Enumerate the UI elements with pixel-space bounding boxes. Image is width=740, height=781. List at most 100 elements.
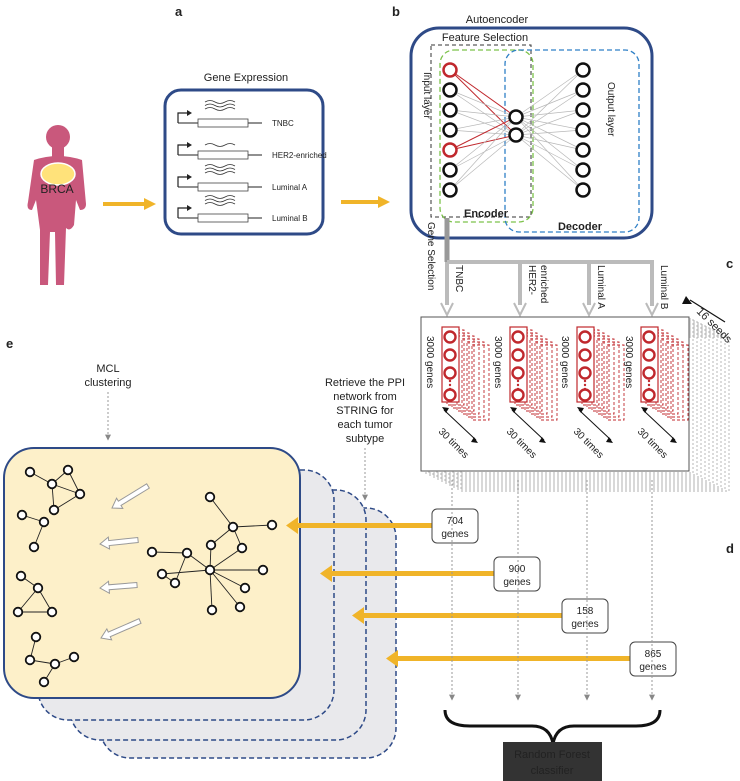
ellipsis-dot bbox=[583, 383, 587, 387]
output-node bbox=[575, 182, 591, 198]
retrieve-ppi-text: Retrieve the PPI network from STRING for… bbox=[325, 377, 405, 445]
genes-label: 3000 genes bbox=[559, 336, 570, 388]
mrna-wave bbox=[204, 171, 236, 175]
gene-block bbox=[197, 213, 249, 223]
ppi-edge bbox=[209, 569, 246, 589]
subtype-label-her2: HER2- bbox=[526, 265, 537, 295]
output-node bbox=[575, 142, 591, 158]
feature-selection-label: Feature Selection bbox=[442, 32, 528, 44]
times-arrowhead bbox=[641, 407, 648, 413]
encoder-edge bbox=[449, 109, 517, 136]
repeat-column bbox=[670, 344, 689, 421]
subtype-label-luminal-b: Luminal B bbox=[658, 265, 669, 310]
promoter-arrow bbox=[177, 112, 190, 123]
encoder-box bbox=[439, 49, 534, 223]
ppi-node bbox=[236, 542, 248, 554]
decoder-edge bbox=[515, 134, 584, 151]
promoter-arrowhead bbox=[187, 205, 192, 211]
ppi-node bbox=[74, 488, 86, 500]
ppi-node bbox=[227, 521, 239, 533]
gene-node bbox=[642, 330, 656, 344]
encoder-edge bbox=[449, 134, 517, 191]
ellipsis-dot bbox=[516, 379, 520, 383]
cluster bbox=[16, 509, 50, 553]
genes-label: 3000 genes bbox=[492, 336, 503, 388]
genes-label: 3000 genes bbox=[623, 336, 634, 388]
ppi-node bbox=[62, 464, 74, 476]
gene-count-unit: genes bbox=[639, 662, 666, 673]
gene-node bbox=[511, 348, 525, 362]
ppi-edge bbox=[17, 587, 39, 613]
ppi-edge bbox=[209, 547, 243, 571]
cluster-arrows bbox=[99, 483, 150, 641]
gene-node bbox=[578, 388, 592, 402]
repeat-column bbox=[461, 338, 480, 415]
repeat-column bbox=[606, 344, 625, 421]
gene-node bbox=[443, 330, 457, 344]
ellipsis-dot bbox=[448, 379, 452, 383]
feature-selection-box bbox=[430, 44, 532, 218]
mrna-wave bbox=[204, 107, 236, 111]
ppi-node bbox=[239, 582, 251, 594]
subtype-label: Luminal A bbox=[272, 183, 308, 192]
times-arrowhead bbox=[539, 437, 546, 443]
encoder-edge bbox=[449, 109, 517, 118]
retrieve-line-3: STRING for bbox=[336, 405, 394, 417]
subtype-label-tnbc: TNBC bbox=[453, 265, 464, 292]
arrow-box-to-autoencoder bbox=[341, 196, 390, 208]
times-arrowhead bbox=[510, 407, 517, 413]
ppi-node bbox=[204, 564, 216, 576]
gene-node bbox=[578, 366, 592, 380]
ppi-node bbox=[46, 606, 58, 618]
gene-selection-label: Gene Selection bbox=[425, 222, 436, 290]
encoder-edge bbox=[449, 134, 517, 171]
encoder-edge bbox=[449, 89, 517, 118]
ppi-node bbox=[24, 654, 36, 666]
subtype-label-luminal-a: Luminal A bbox=[595, 265, 606, 309]
ppi-node bbox=[49, 658, 61, 670]
ppi-edge bbox=[151, 551, 188, 554]
encoder-edge bbox=[449, 69, 517, 136]
output-node bbox=[575, 102, 591, 118]
times-arrowhead bbox=[471, 437, 478, 443]
ppi-node bbox=[38, 676, 50, 688]
gene-count-value: 704 bbox=[447, 516, 464, 527]
times-arrowhead bbox=[442, 407, 449, 413]
ppi-node bbox=[15, 570, 27, 582]
repeat-column bbox=[601, 341, 620, 418]
times-arrow bbox=[642, 409, 676, 441]
mrna-wave bbox=[204, 202, 236, 206]
hollow-arrow-shape bbox=[100, 618, 142, 641]
repeat-column bbox=[529, 338, 548, 415]
encoder-edge bbox=[449, 129, 517, 136]
ellipsis-dot bbox=[647, 379, 651, 383]
encoder-edge bbox=[449, 69, 517, 118]
times-arrowhead bbox=[606, 437, 613, 443]
ppi-edge bbox=[209, 496, 234, 528]
cluster bbox=[12, 570, 58, 618]
input-node bbox=[442, 102, 458, 118]
promoter-arrowhead bbox=[187, 110, 192, 116]
gene-count-value: 158 bbox=[577, 606, 594, 617]
times-arrow bbox=[443, 409, 477, 441]
ppi-node bbox=[32, 582, 44, 594]
promoter-arrow bbox=[177, 176, 190, 187]
gene-count-unit: genes bbox=[441, 529, 468, 540]
decoder-edge bbox=[515, 109, 584, 136]
seeds-arrowhead bbox=[682, 296, 692, 304]
decoder-edge bbox=[515, 134, 584, 171]
classifier-line-2: classifier bbox=[531, 765, 574, 777]
input-node bbox=[442, 62, 458, 78]
hollow-arrow bbox=[100, 618, 142, 641]
encoder-edge bbox=[449, 116, 517, 191]
times-arrow bbox=[578, 409, 612, 441]
network-diagram bbox=[442, 62, 591, 198]
front-column bbox=[509, 326, 528, 403]
ppi-node bbox=[30, 631, 42, 643]
mrna-wave bbox=[204, 198, 236, 203]
woman-silhouette bbox=[27, 125, 86, 285]
retrieve-line-5: subtype bbox=[346, 433, 385, 445]
output-node bbox=[575, 122, 591, 138]
